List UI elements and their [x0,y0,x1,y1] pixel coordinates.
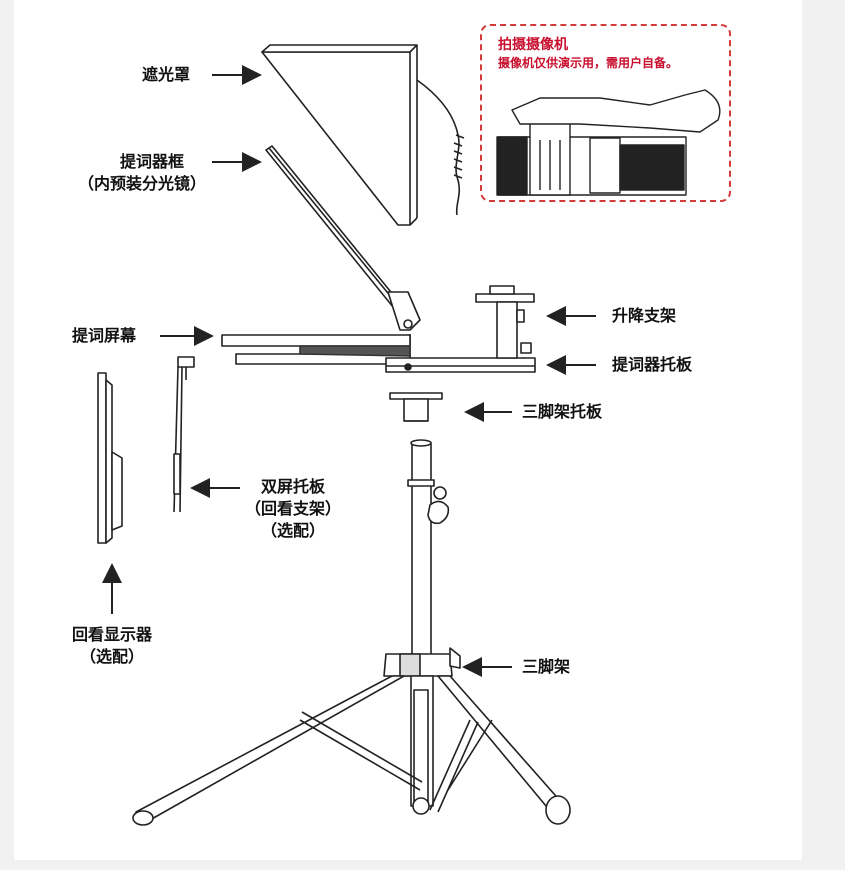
dual-plate-drawing [173,356,195,513]
label-tripod: 三脚架 [522,657,571,676]
label-frame-line2: （内预装分光镜） [77,174,206,193]
screen-drawing [221,334,411,365]
label-dual-plate-line1: 双屏托板 [260,477,325,496]
label-frame: 提词器框 （内预装分光镜） [78,151,208,195]
camera-drawing [496,89,721,196]
lift-bracket-drawing [475,285,535,359]
label-screen: 提词屏幕 [72,326,137,345]
label-monitor-line2: （选配） [79,647,144,666]
camera-note-box: 拍摄摄像机 摄像机仅供演示用，需用户自备。 [480,24,731,202]
label-dual-plate-line2: （回看支架） [244,499,341,518]
label-hood: 遮光罩 [142,65,191,84]
base-plate-drawing [385,342,536,373]
label-frame-line1: 提词器框 [119,152,184,171]
label-tripod-plate: 三脚架托板 [522,402,603,421]
camera-note-title: 拍摄摄像机 [498,37,568,53]
hood-drawing [261,44,465,226]
label-dual-plate: 双屏托板 （回看支架） （选配） [234,476,352,542]
tripod-plate-drawing [389,392,443,422]
label-monitor-line1: 回看显示器 [71,625,152,644]
tripod-drawing [132,439,571,826]
frame-drawing [265,145,421,360]
label-base-plate: 提词器托板 [612,355,693,374]
label-monitor: 回看显示器 （选配） [62,624,162,668]
label-dual-plate-line3: （选配） [260,521,325,540]
camera-note-description: 摄像机仅供演示用，需用户自备。 [498,56,679,70]
label-lift-bracket: 升降支架 [612,306,677,325]
arrows [102,65,596,677]
monitor-drawing [97,372,123,544]
